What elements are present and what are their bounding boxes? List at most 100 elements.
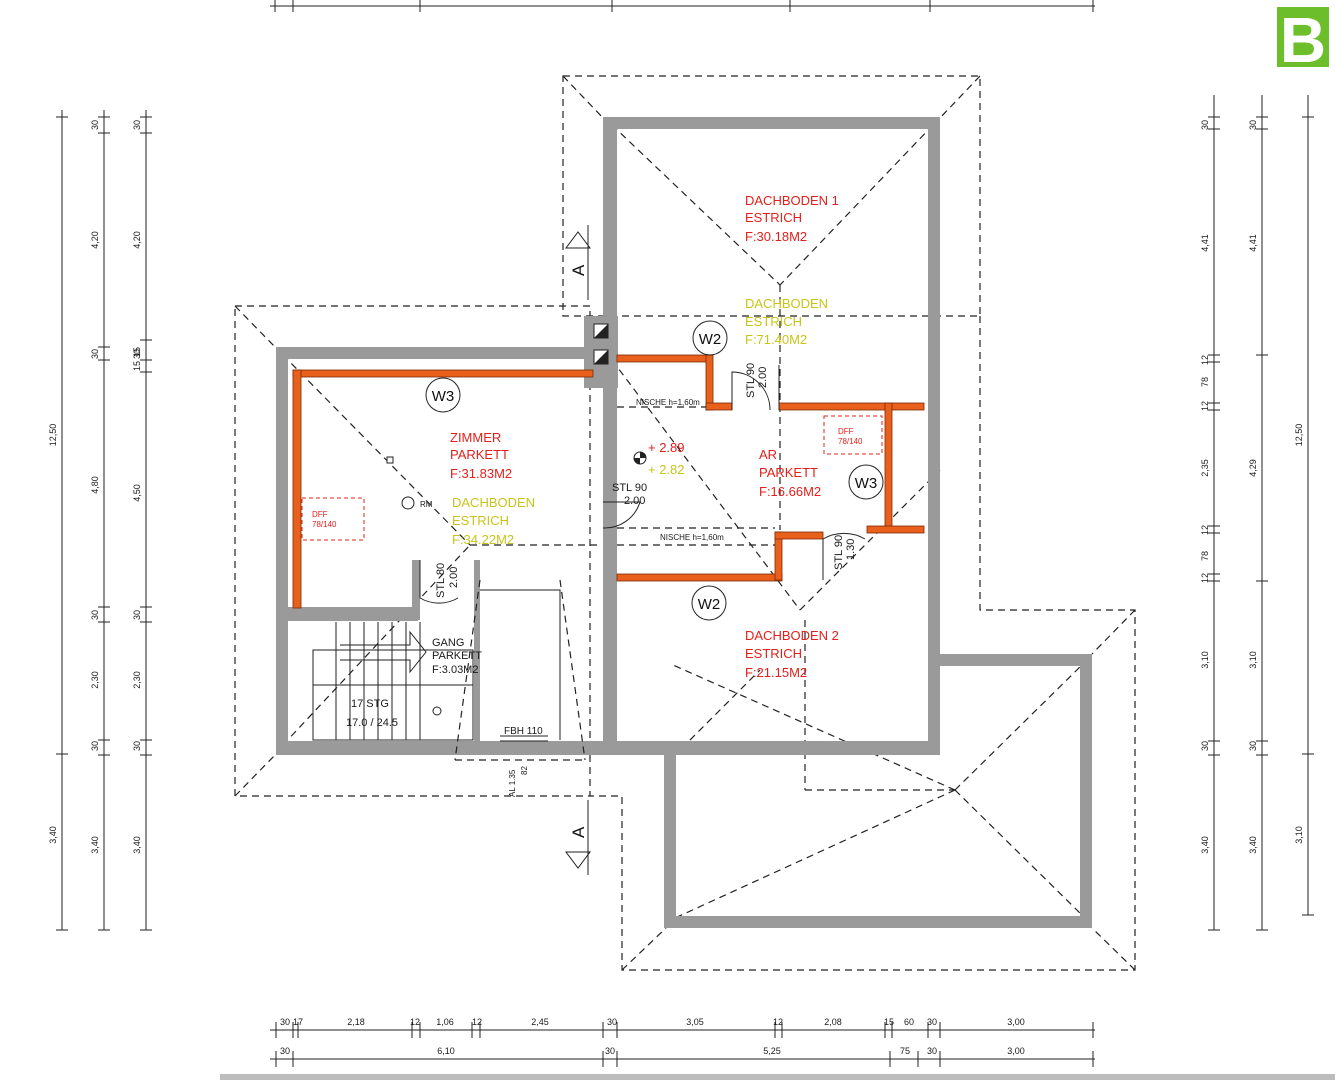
dimension-label: 2,08 [824,1017,842,1027]
dimension-label: 60 [904,1017,914,1027]
dimension-label: 4,29 [1248,459,1258,477]
niche-lines [617,406,775,546]
section-mark-bottom: A [565,800,591,875]
roof-overhang [234,75,1136,971]
dimension-label: 3,05 [686,1017,704,1027]
svg-text:A: A [569,826,588,838]
dimension-label: 3,40 [90,836,100,854]
dimension-label: 30 [1248,741,1258,751]
roof-window-right [823,415,883,455]
dimension-label: 15 [132,361,142,371]
room-floor: ESTRICH [745,314,802,329]
dimension-label: 30 [90,610,100,620]
dimension-label: 2,35 [1200,459,1210,477]
top-dimension-line [270,0,1095,12]
level-marker: + 2.89 + 2.82 [633,440,685,477]
dimension-chain-left [61,110,147,930]
stairs-ratio: 17.0 / 24.5 [346,717,398,729]
svg-text:W3: W3 [432,388,455,405]
dimension-label: 3,40 [1248,836,1258,854]
room-area: F:31.83M2 [450,466,512,481]
dimension-label: 30 [605,1046,615,1056]
dimension-label: 30 [132,349,142,359]
dimension-label: 30 [90,120,100,130]
dimension-label: 15 [132,347,142,357]
dff-left-label: DFF [312,510,328,519]
room-area: F:71.40M2 [745,332,807,347]
dimension-label: 15 [884,1017,894,1027]
niche-label-2: NISCHE h=1,60m [660,533,724,542]
dimension-label: 30 [607,1017,617,1027]
exterior-walls [276,117,1092,928]
smoke-detector-label: RM [420,500,433,509]
dimension-label: 5,25 [763,1046,781,1056]
door-stl90-b-height: 2.00 [757,367,769,388]
room-dachboden-1: DACHBODEN 1 ESTRICH F:30.18M2 [745,193,839,244]
dimension-label: 30 [132,120,142,130]
dimension-label: 75 [900,1046,910,1056]
new-drywall [292,354,925,609]
dimension-label: 2,30 [90,671,100,689]
svg-text:A: A [569,264,588,276]
dimension-label: 12 [1200,573,1210,583]
dimension-label: 6,10 [437,1046,455,1056]
dimension-label: 12,50 [1294,424,1304,447]
dimension-label: 12 [773,1017,783,1027]
dimension-label: 30 [1248,120,1258,130]
room-area: F:16.66M2 [759,484,821,499]
dimension-label: 30 [280,1046,290,1056]
dimension-label: 3,00 [1007,1046,1025,1056]
room-name: ZIMMER [450,430,501,445]
dimension-label: 30 [1200,120,1210,130]
room-area: F:3.03M2 [432,664,478,676]
dimension-label: 3,40 [1200,836,1210,854]
room-area: F:21.15M2 [745,665,807,680]
door-stl80-height: 2.00 [448,567,460,588]
niche-label-1: NISCHE h=1,60m [636,398,700,407]
dimension-label: 30 [927,1046,937,1056]
scrollbar[interactable] [220,1074,1335,1080]
dimension-label: 30 [927,1017,937,1027]
dimension-label: 4,20 [132,231,142,249]
dimension-label: 30 [90,741,100,751]
dimension-label: 12 [1200,525,1210,535]
wall-tag-w2-top: W2 [692,320,728,356]
dimension-label: 3,10 [1200,651,1210,669]
room-floor: ESTRICH [745,210,802,225]
room-name: GANG [432,637,464,649]
dimension-label: 4,80 [90,476,100,494]
dimension-label: 2,30 [132,671,142,689]
dff-right-size: 78/140 [838,437,863,446]
wall-tag-w3-right: W3 [848,464,884,500]
section-mark-top: A [565,225,591,300]
company-logo: B [1277,4,1329,76]
window-al-height: 82 [520,766,529,775]
dimension-chain-right [1213,95,1309,930]
room-dachboden-total: DACHBODEN ESTRICH F:71.40M2 [745,296,828,347]
room-gang: GANG PARKETT F:3.03M2 [432,637,482,676]
dff-right-label: DFF [838,427,854,436]
room-area: F:30.18M2 [745,229,807,244]
room-name: DACHBODEN [745,296,828,311]
staircase [312,622,474,741]
chimney-icon [593,323,609,365]
wall-tag-w3-left: W3 [425,377,461,413]
dimension-label: 30 [132,610,142,620]
smoke-detector-icon [401,496,415,510]
room-name: DACHBODEN [452,495,535,510]
room-floor: PARKETT [432,650,482,662]
window-fbh: FBH 110 [504,726,543,737]
dimension-label: 12,50 [48,424,58,447]
room-ar: AR PARKETT F:16.66M2 [759,447,821,499]
outlet-icon [386,456,394,464]
room-name: AR [759,447,777,462]
roof-ridge-lines [282,124,1086,919]
door-stl90-c: STL 90 [833,535,845,570]
room-floor: PARKETT [450,447,509,462]
room-name: DACHBODEN 2 [745,628,839,643]
dimension-label: 78 [1200,377,1210,387]
wall-tag-w2-bottom: W2 [691,585,727,621]
dimension-label: 78 [1200,551,1210,561]
